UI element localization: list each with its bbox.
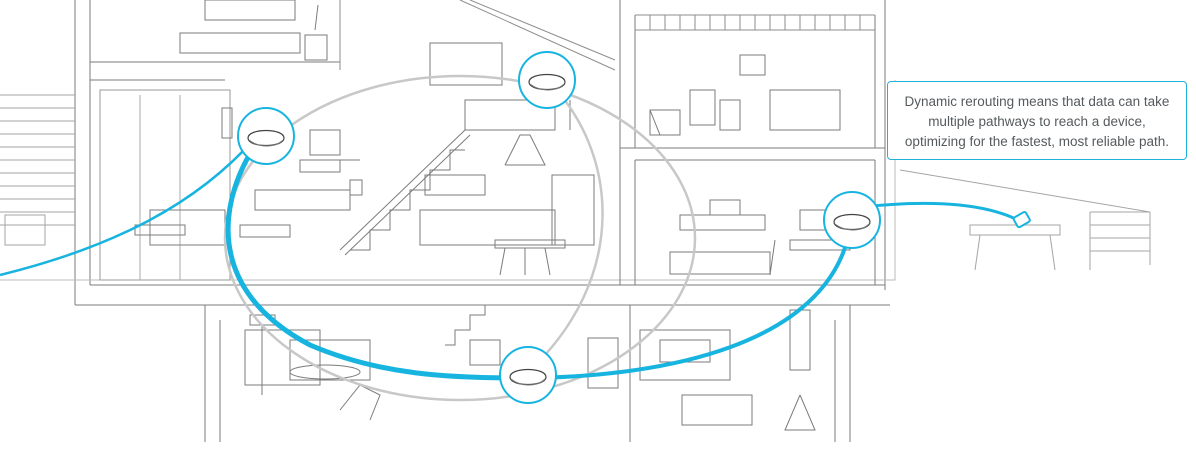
callout-box: Dynamic rerouting means that data can ta… [887, 81, 1187, 160]
callout-line-2: multiple pathways to reach a device, [898, 112, 1176, 132]
upper-bedroom [180, 0, 327, 60]
mesh-path [0, 130, 1022, 378]
callout-line-1: Dynamic rerouting means that data can ta… [898, 92, 1176, 112]
mesh-router-icon [519, 52, 575, 108]
right-lower-room [670, 200, 850, 275]
roof-slats [340, 0, 875, 70]
left-deck [0, 95, 75, 245]
mesh-router-icon [238, 108, 294, 164]
mesh-router-icon [500, 347, 556, 403]
callout-line-3: optimizing for the fastest, most reliabl… [898, 132, 1176, 152]
mesh-router-icon [824, 192, 880, 248]
kitchen [420, 135, 594, 275]
alt-path-loop [225, 76, 695, 400]
upper-right-room [650, 55, 840, 135]
